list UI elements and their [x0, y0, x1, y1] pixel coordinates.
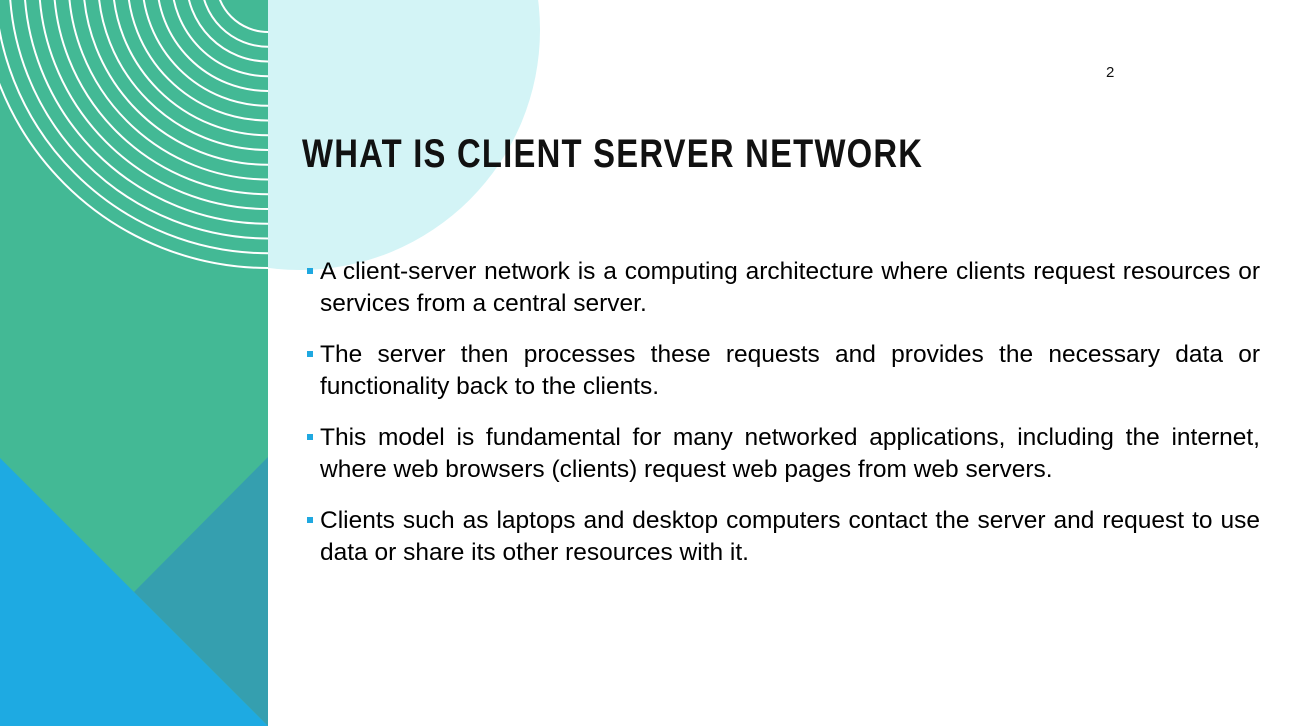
arc-line — [38, 0, 269, 210]
slide-title: WHAT IS CLIENT SERVER NETWORK — [302, 132, 924, 176]
bullet-text: A client-server network is a computing a… — [320, 258, 1260, 317]
arc-line — [68, 0, 269, 181]
bullet-square-icon — [307, 268, 313, 274]
bullet-item: Clients such as laptops and desktop comp… — [304, 505, 1260, 569]
arc-line — [98, 0, 269, 151]
blue-triangle — [0, 458, 268, 726]
bullet-square-icon — [307, 351, 313, 357]
bullet-text: This model is fundamental for many netwo… — [320, 424, 1260, 483]
arc-line — [83, 0, 269, 166]
bullet-square-icon — [307, 517, 313, 523]
arc-line — [24, 0, 269, 225]
concentric-arcs-decoration — [0, 0, 269, 269]
arc-line — [9, 0, 269, 240]
bullet-item: A client-server network is a computing a… — [304, 256, 1260, 320]
teal-triangle — [134, 457, 268, 726]
bullet-square-icon — [307, 434, 313, 440]
arc-line — [142, 0, 269, 107]
bullet-list: A client-server network is a computing a… — [304, 256, 1260, 588]
bullet-text: Clients such as laptops and desktop comp… — [320, 507, 1260, 566]
bullet-text: The server then processes these requests… — [320, 341, 1260, 400]
bullet-item: The server then processes these requests… — [304, 339, 1260, 403]
arc-line — [219, 0, 269, 33]
bullet-item: This model is fundamental for many netwo… — [304, 422, 1260, 486]
arc-line — [53, 0, 269, 196]
arc-line — [203, 0, 269, 48]
page-number: 2 — [1106, 64, 1115, 81]
arc-line — [127, 0, 269, 122]
arc-line — [0, 82, 269, 269]
arc-line — [157, 0, 269, 92]
arc-line — [113, 0, 269, 137]
arc-line — [172, 0, 269, 78]
arc-line — [188, 0, 269, 63]
arc-line — [0, 27, 269, 255]
